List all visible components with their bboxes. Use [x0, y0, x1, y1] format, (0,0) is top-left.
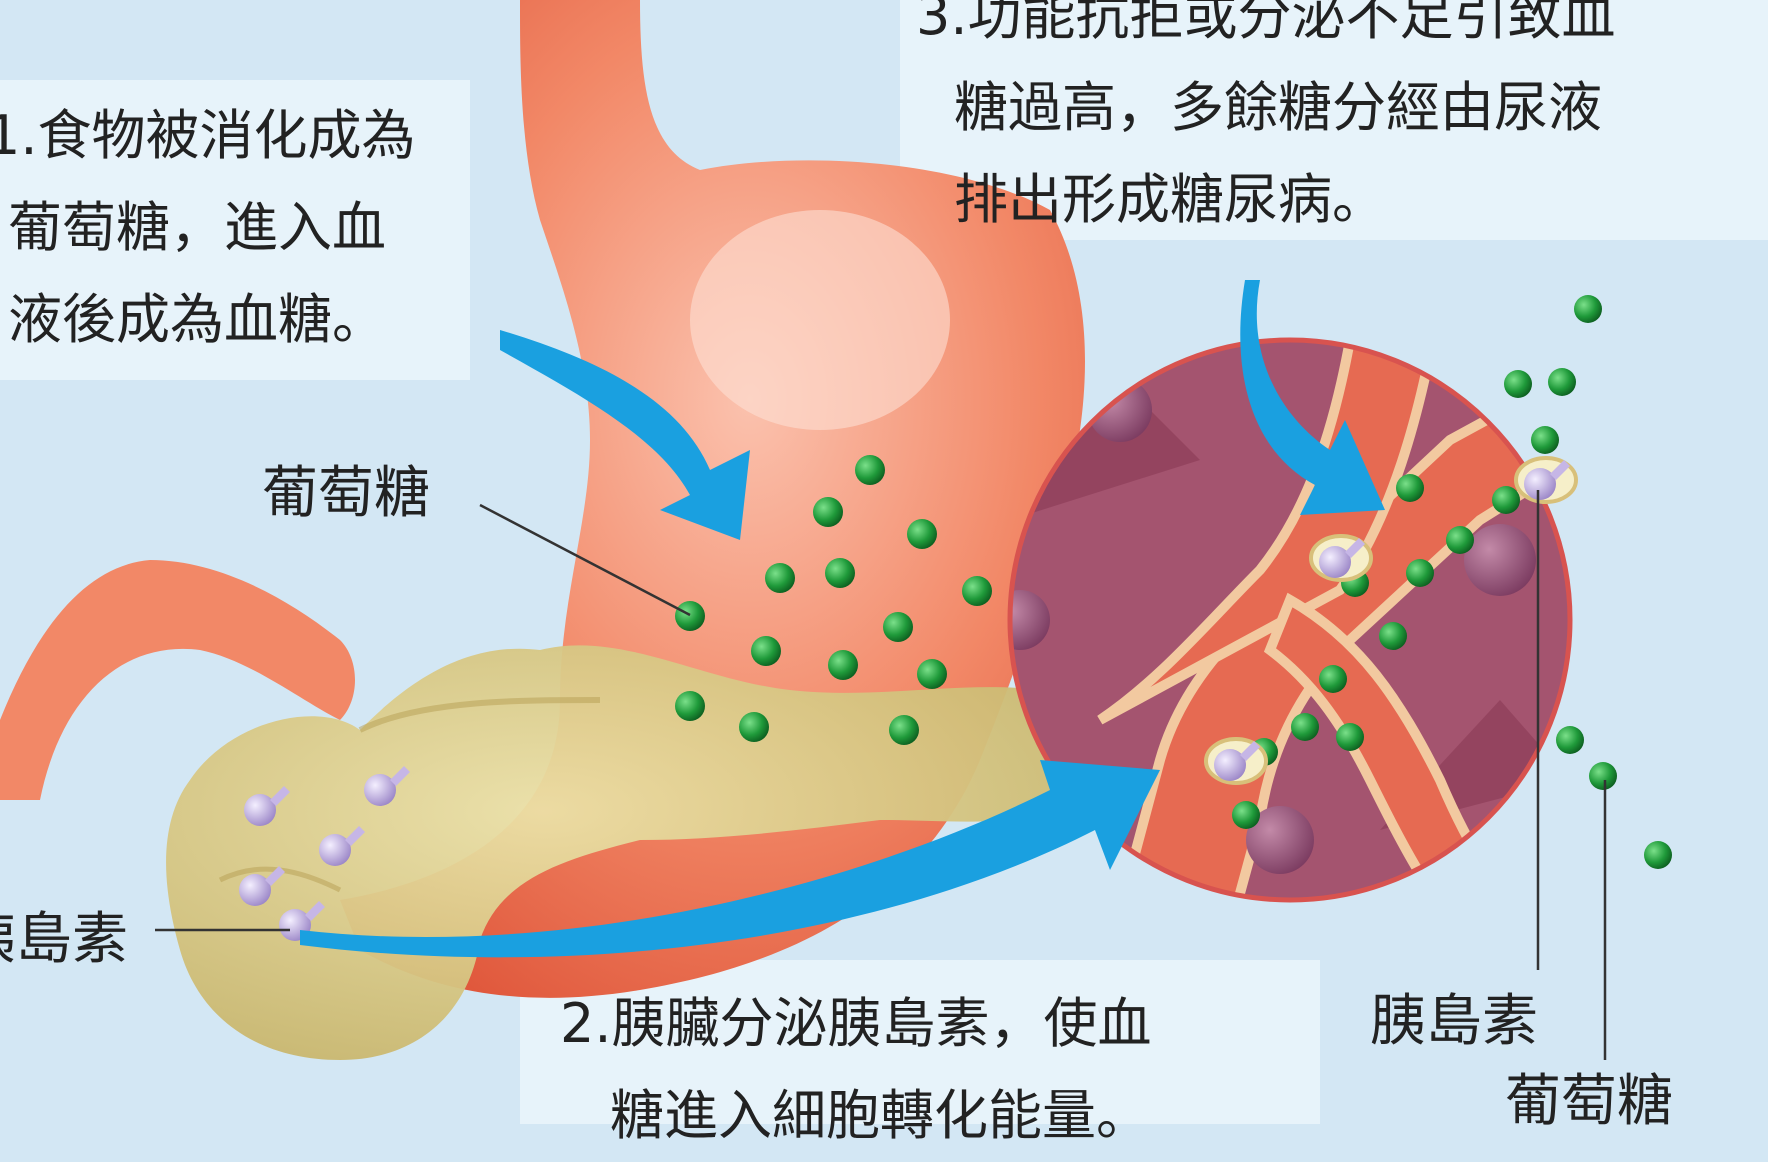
caption-step-3-line-2: 糖過高，多餘糖分經由尿液 [916, 62, 1616, 154]
glucose-molecule [825, 558, 855, 588]
caption-step-3-line-1: 3.功能抗拒或分泌不足引致血 [916, 0, 1616, 62]
glucose-molecule [1504, 370, 1532, 398]
glucose-molecule [1589, 762, 1617, 790]
label-glucose-stomach: 葡萄糖 [262, 462, 430, 526]
glucose-molecule [1406, 559, 1434, 587]
glucose-molecule [962, 576, 992, 606]
glucose-molecule [889, 715, 919, 745]
insulin-molecule [1516, 458, 1576, 502]
caption-step-2: 2.胰臟分泌胰島素，使血 糖進入細胞轉化能量。 [560, 978, 1152, 1162]
glucose-molecule [855, 455, 885, 485]
magnified-blood-vessel [990, 295, 1672, 940]
glucose-molecule [751, 636, 781, 666]
caption-step-3: 3.功能抗拒或分泌不足引致血 糖過高，多餘糖分經由尿液 排出形成糖尿病。 [916, 0, 1616, 246]
insulin-molecule [1311, 536, 1371, 580]
glucose-molecule [1556, 726, 1584, 754]
caption-step-2-line-2: 糖進入細胞轉化能量。 [560, 1070, 1152, 1162]
caption-step-3-line-3: 排出形成糖尿病。 [916, 154, 1616, 246]
glucose-molecule [1396, 474, 1424, 502]
caption-step-2-line-1: 2.胰臟分泌胰島素，使血 [560, 978, 1152, 1070]
glucose-molecule [1531, 426, 1559, 454]
glucose-molecule [1232, 801, 1260, 829]
glucose-molecule [1379, 622, 1407, 650]
label-insulin-vessel: 胰島素 [1370, 990, 1538, 1054]
label-insulin-pancreas: 胰島素 [0, 908, 128, 972]
glucose-molecule [828, 650, 858, 680]
glucose-molecule [1291, 713, 1319, 741]
glucose-molecule [1644, 841, 1672, 869]
caption-step-1: 1.食物被消化成為 葡萄糖，進入血 液後成為血糖。 [0, 90, 416, 366]
glucose-molecule [1336, 723, 1364, 751]
glucose-molecule [675, 691, 705, 721]
glucose-molecule [675, 601, 705, 631]
glucose-molecule [813, 497, 843, 527]
glucose-molecule [1548, 368, 1576, 396]
glucose-molecule [739, 712, 769, 742]
glucose-molecule [907, 519, 937, 549]
glucose-molecule [1492, 486, 1520, 514]
caption-step-1-line-1: 1.食物被消化成為 [0, 90, 416, 182]
glucose-molecule [765, 563, 795, 593]
glucose-molecule [1574, 295, 1602, 323]
caption-step-1-line-3: 液後成為血糖。 [0, 274, 416, 366]
glucose-molecule [1319, 665, 1347, 693]
glucose-molecule [917, 659, 947, 689]
glucose-molecule [883, 612, 913, 642]
label-glucose-vessel: 葡萄糖 [1505, 1070, 1673, 1134]
insulin-molecule [1206, 739, 1266, 783]
glucose-molecule [1446, 526, 1474, 554]
caption-step-1-line-2: 葡萄糖，進入血 [0, 182, 416, 274]
